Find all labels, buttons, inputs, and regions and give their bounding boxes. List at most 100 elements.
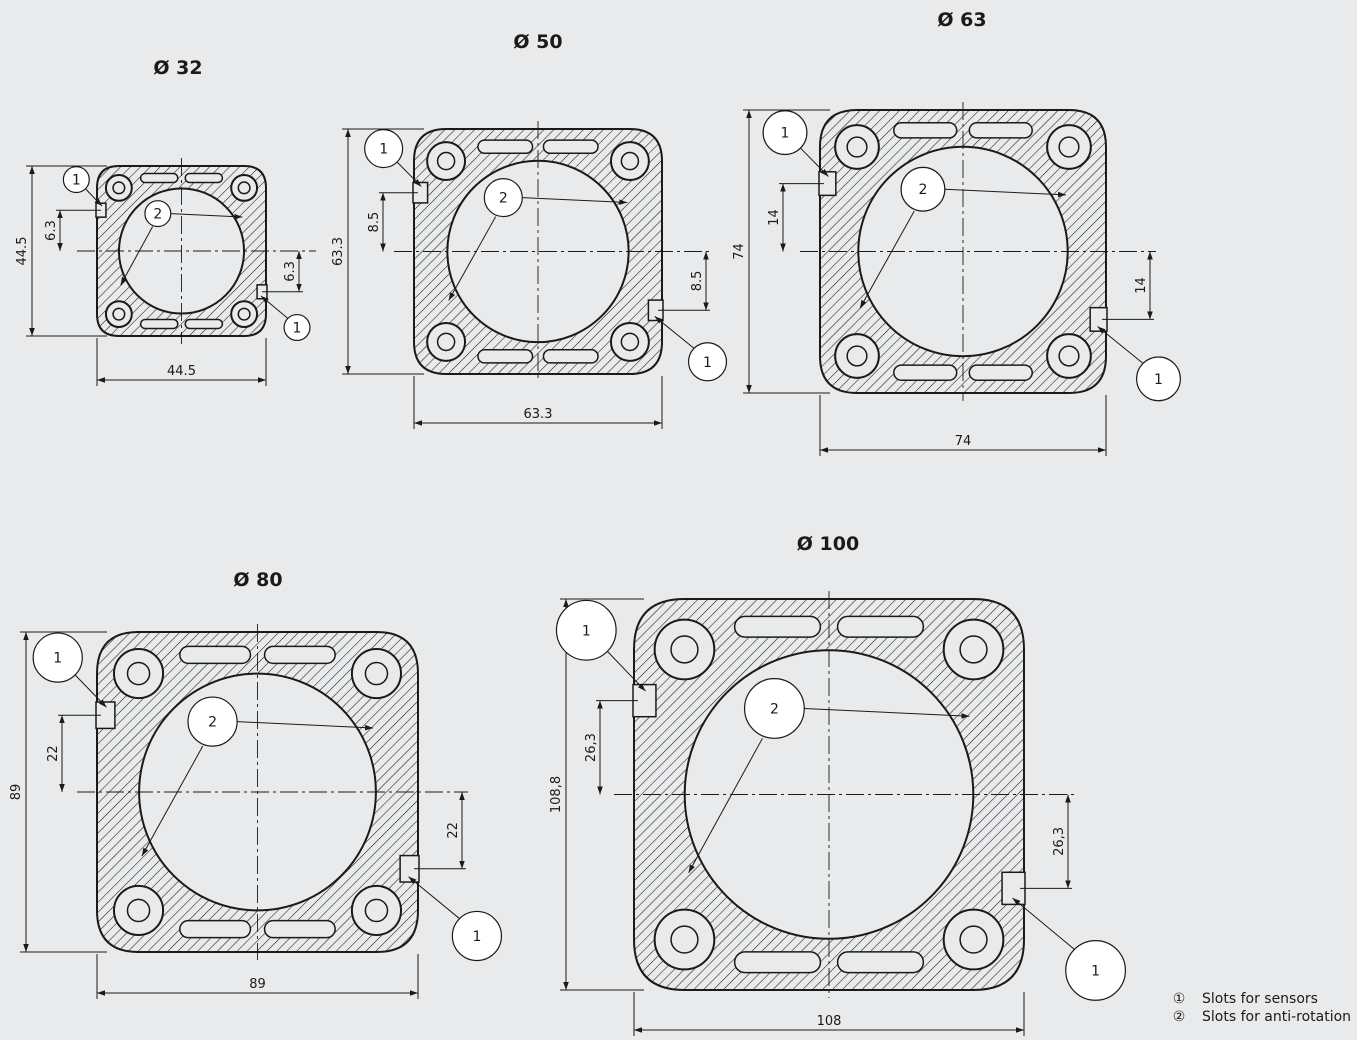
leader-line: [85, 188, 103, 207]
profile-5: Ø 100 108,8 108 26,3 26,3 1 1 2: [549, 533, 1126, 1036]
leader-line: [141, 745, 204, 857]
leader-line: [1097, 326, 1144, 364]
height-dimension-label: 74: [732, 243, 747, 260]
profile-cavity: [477, 139, 534, 154]
screw-hole: [670, 925, 699, 954]
legend-number: ①: [1172, 991, 1186, 1007]
screw-hole: [959, 925, 988, 954]
slot-offset-label-right: 6.3: [283, 261, 298, 282]
leader-line: [859, 210, 915, 309]
width-dimension-label: 108: [817, 1014, 842, 1029]
slot-offset-label-left: 14: [767, 209, 782, 226]
profile-cavity: [179, 645, 252, 665]
slot-offset-label-left: 22: [46, 745, 61, 762]
callout-sensor-label: 1: [781, 126, 790, 142]
screw-hole: [126, 661, 151, 686]
leader-line: [260, 295, 289, 319]
screw-hole: [237, 307, 251, 321]
profile-cavity: [477, 349, 534, 364]
callout-sensor-bottom: [1136, 356, 1181, 402]
slot-offset-label-right: 26,3: [1052, 827, 1067, 856]
height-dimension-label: 108,8: [549, 776, 564, 813]
slot-offset-label-right: 22: [446, 822, 461, 839]
legend-text: Slots for anti-rotation: [1202, 1009, 1352, 1025]
profile-cavity: [139, 172, 179, 184]
screw-hole: [237, 181, 251, 195]
callout-sensor-bottom: [1065, 940, 1126, 1001]
profile-cavity: [893, 122, 958, 139]
screw-hole: [846, 136, 868, 158]
leader-line: [606, 650, 646, 692]
screw-hole: [112, 181, 126, 195]
slot-offset-label-right: 14: [1134, 277, 1149, 294]
callout-sensor-label: 1: [472, 929, 481, 945]
screw-hole: [436, 332, 456, 352]
profile-cavity: [968, 122, 1033, 139]
screw-hole: [1058, 345, 1080, 367]
leader-line: [396, 161, 422, 187]
callout-sensor-label: 1: [72, 173, 81, 189]
callout-sensor-bottom: [687, 342, 728, 382]
slot-offset-label-left: 8.5: [367, 212, 382, 233]
height-dimension-label: 89: [9, 784, 24, 801]
callout-sensor-top: [762, 110, 808, 156]
leader-line: [804, 707, 970, 719]
callout-anti-rotation-label: 2: [918, 182, 927, 198]
leader-line: [408, 876, 461, 920]
leader-line: [170, 213, 243, 220]
screw-hole: [620, 332, 640, 352]
leader-line: [522, 197, 628, 205]
callout-sensor-top: [62, 166, 90, 194]
screw-hole: [364, 898, 389, 923]
profile-title: Ø 100: [797, 533, 859, 555]
leader-line: [74, 674, 107, 708]
profile-cavity: [179, 919, 252, 939]
height-dimension-label: 44.5: [15, 237, 30, 266]
width-dimension-label: 63.3: [524, 407, 553, 422]
callout-sensor-bottom: [283, 313, 311, 342]
callout-anti-rotation-label: 2: [208, 715, 217, 731]
profile-cavity: [968, 364, 1033, 381]
profile-title: Ø 63: [937, 9, 986, 31]
screw-hole: [112, 307, 126, 321]
screw-hole: [846, 345, 868, 367]
profile-cavity: [542, 139, 599, 154]
legend: ① Slots for sensors ② Slots for anti-rot…: [1170, 990, 1351, 1026]
leader-line: [688, 738, 763, 873]
screw-hole: [436, 151, 456, 171]
callout-sensor-label: 1: [53, 651, 62, 667]
callout-sensor-label: 1: [1091, 963, 1100, 979]
screw-hole: [1058, 136, 1080, 158]
profile-3: Ø 63 74 74 14 14 1 1 2: [732, 9, 1181, 456]
screw-hole: [959, 635, 988, 664]
callout-sensor-label: 1: [1154, 372, 1163, 388]
legend-item-sensors: ① Slots for sensors: [1170, 990, 1351, 1008]
callout-sensor-label: 1: [379, 142, 388, 158]
slot-offset-label-left: 26,3: [584, 733, 599, 762]
callout-sensor-bottom: [451, 910, 503, 962]
leader-line: [448, 216, 497, 301]
callout-anti-rotation-label: 2: [153, 207, 162, 223]
leader-line: [1012, 897, 1076, 950]
screw-hole: [126, 898, 151, 923]
profile-cavity: [184, 318, 224, 330]
height-dimension-label: 63.3: [331, 237, 346, 266]
profile-cavity: [263, 645, 336, 665]
profile-cavity: [542, 349, 599, 364]
profile-cavity: [893, 364, 958, 381]
screw-hole: [620, 151, 640, 171]
callout-sensor-label: 1: [293, 321, 302, 337]
width-dimension-label: 74: [955, 434, 972, 449]
legend-number: ②: [1172, 1009, 1186, 1025]
callout-anti-rotation-label: 2: [770, 701, 779, 717]
profile-cavity: [263, 919, 336, 939]
callout-sensor-label: 1: [703, 355, 712, 371]
screw-hole: [364, 661, 389, 686]
leader-line: [120, 226, 154, 286]
width-dimension-label: 44.5: [167, 364, 196, 379]
callout-sensor-label: 1: [582, 623, 591, 639]
